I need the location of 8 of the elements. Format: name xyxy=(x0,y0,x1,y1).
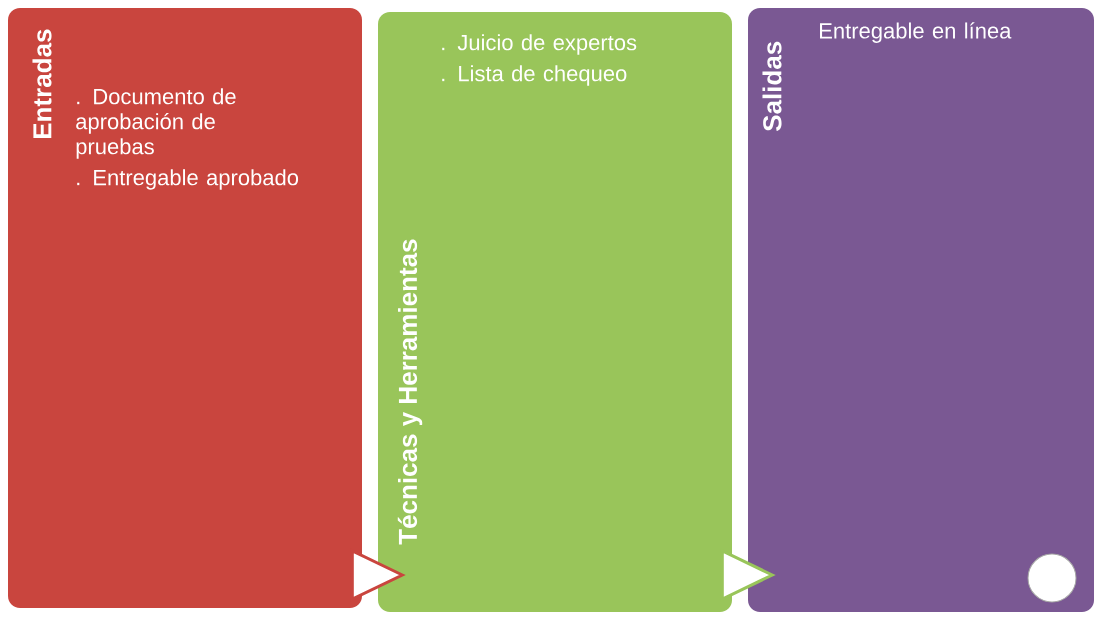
list-item: . Lista de chequeo xyxy=(442,65,627,86)
list-item: . Entregable aprobado xyxy=(77,169,299,190)
list-item: . Documento de aprobación de pruebas xyxy=(76,88,236,159)
panel-heading: Técnicas y Herramientas xyxy=(397,239,423,545)
panel-heading: Salidas xyxy=(762,41,782,132)
list-item: . Juicio de expertos xyxy=(442,34,637,55)
list-item: Entregable en línea xyxy=(820,22,1012,43)
panel-heading: Entradas xyxy=(32,29,52,139)
